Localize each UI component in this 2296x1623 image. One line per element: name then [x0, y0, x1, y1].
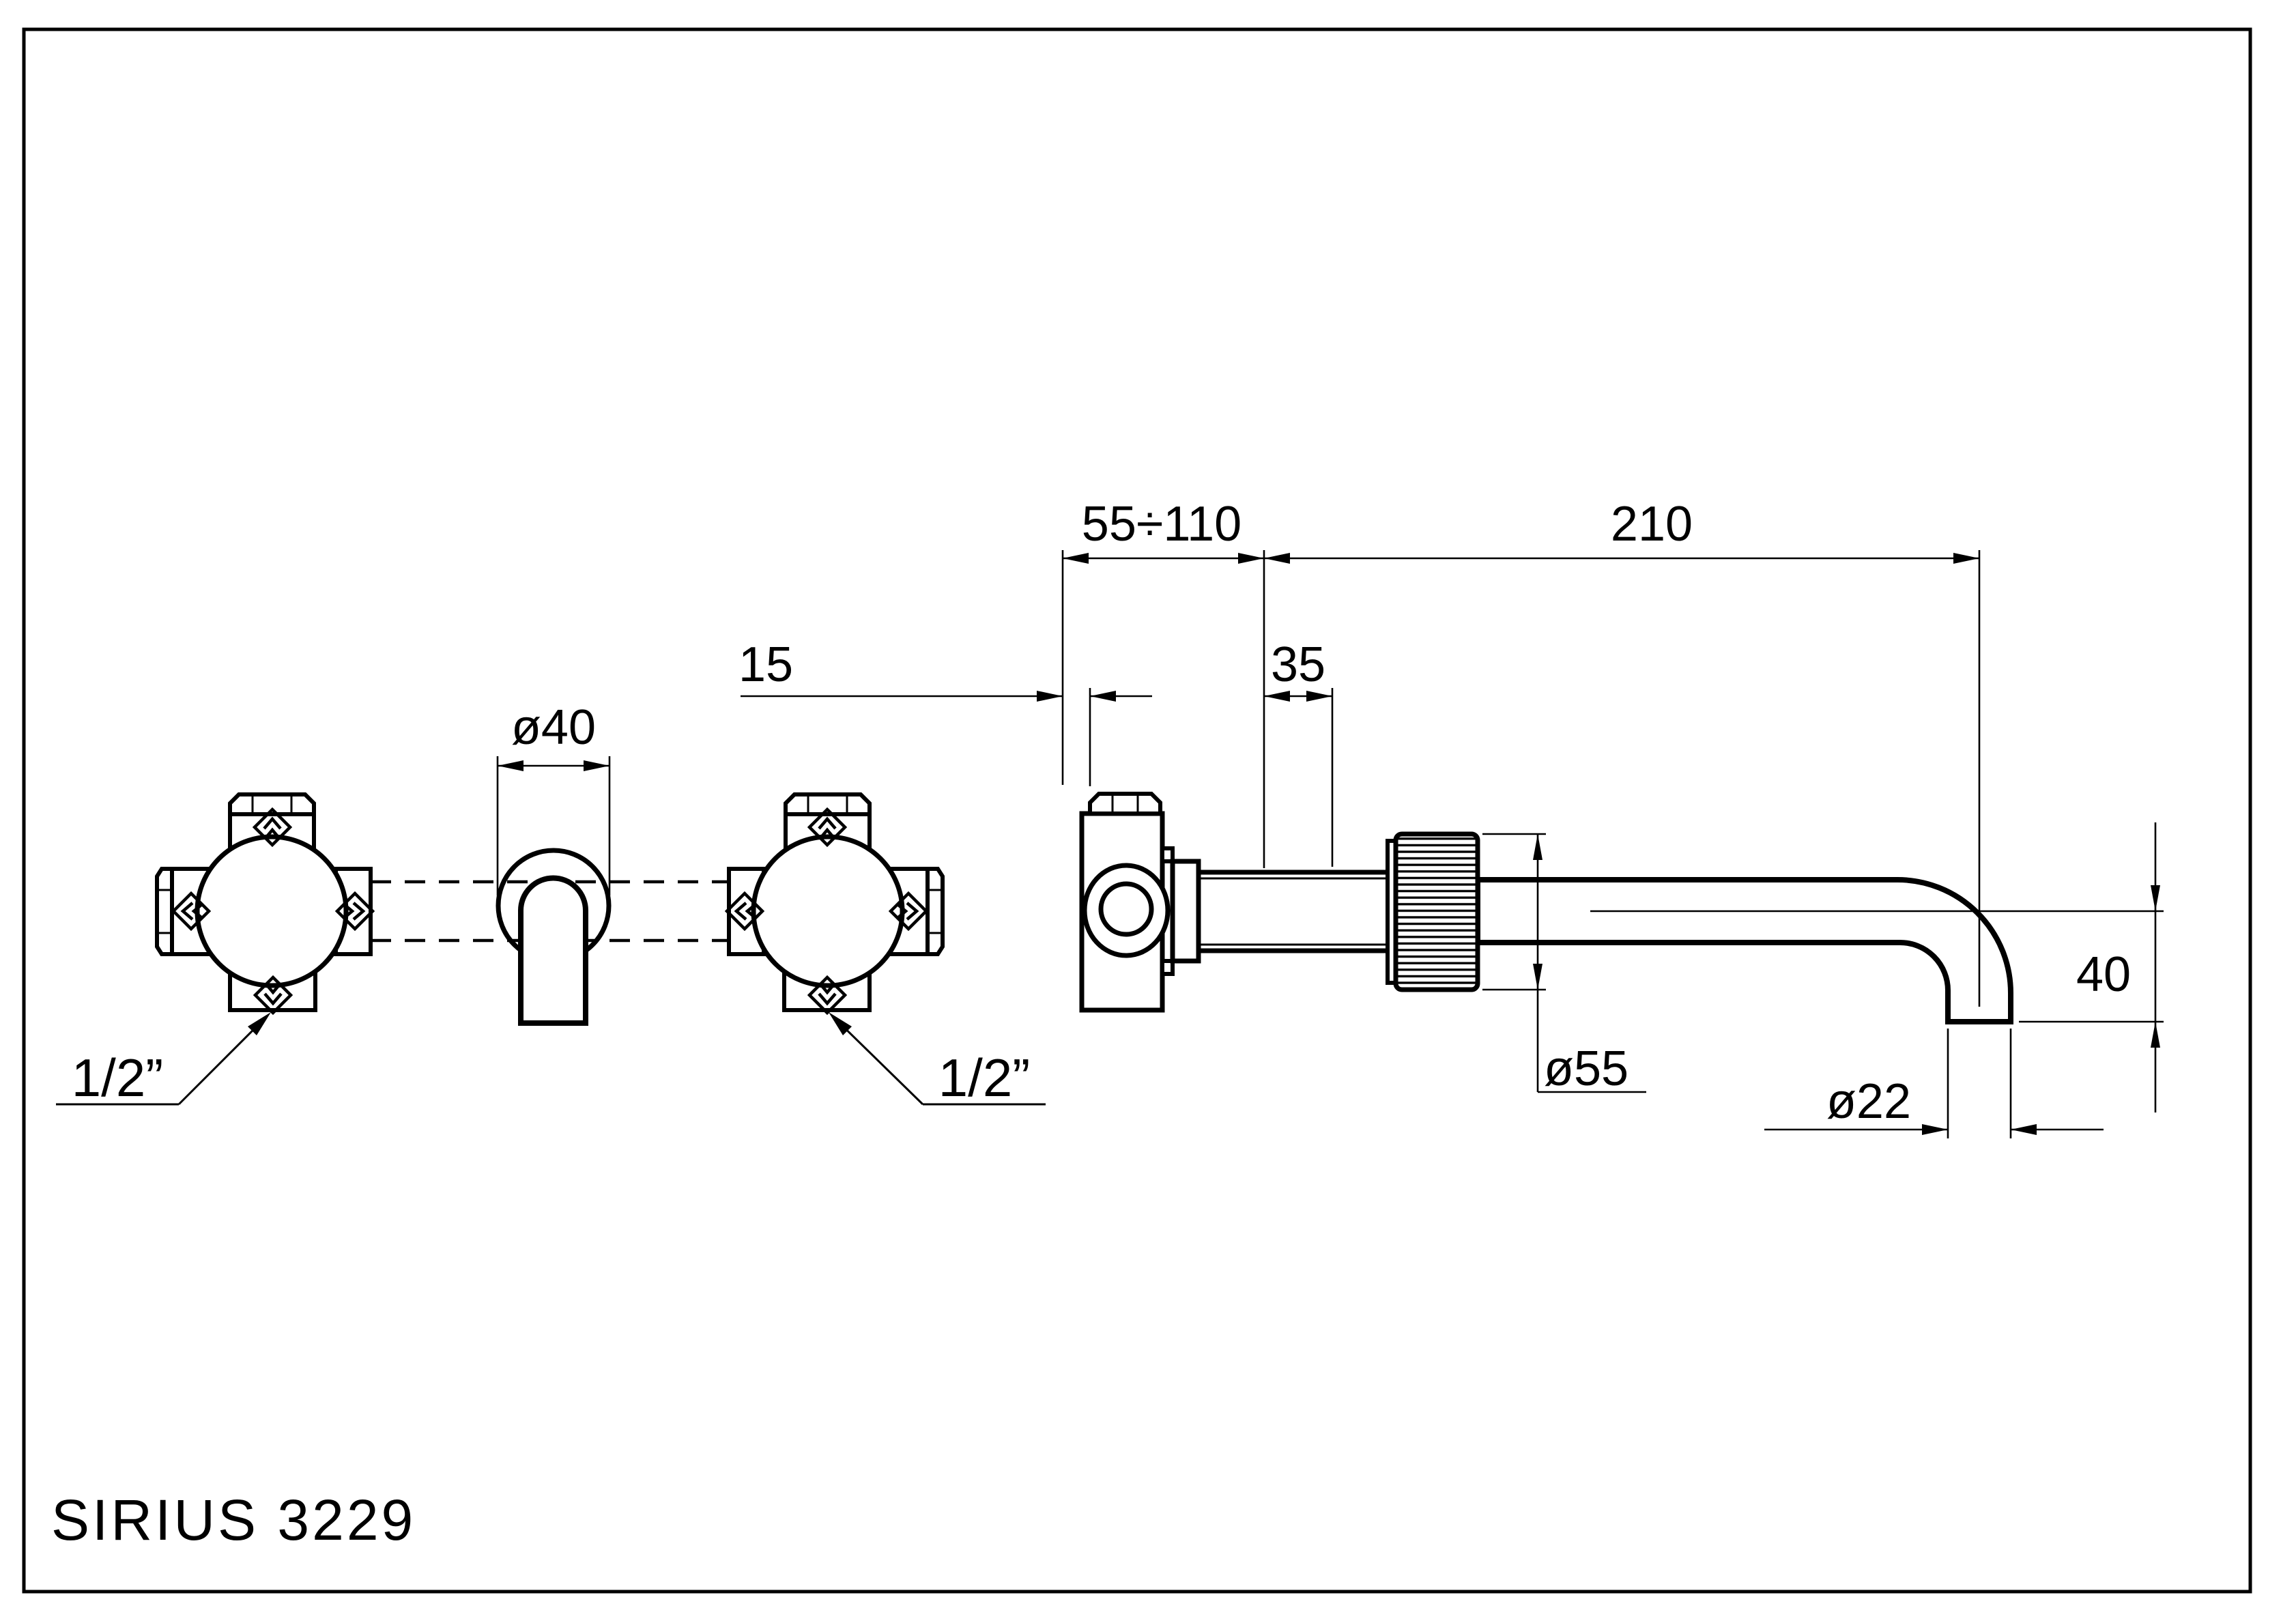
arrowhead	[1533, 964, 1542, 990]
wall-flange	[1170, 859, 1201, 964]
body-step-lower	[1160, 959, 1175, 976]
drawing-title: SIRIUS 3229	[51, 1488, 416, 1552]
spout-tube-diameter-label: ø22	[1826, 1074, 1911, 1129]
dimension-40: 40	[2019, 822, 2164, 1112]
dimension-oe40: ø40	[496, 700, 611, 895]
spout-side	[1475, 877, 2013, 1024]
side-view: 55÷110 210 15 35	[738, 497, 2164, 1138]
page-border-frame	[22, 27, 2252, 1594]
body-step-upper	[1160, 846, 1175, 863]
spout-reach-label: 210	[1611, 497, 1693, 551]
leader-line	[177, 1016, 268, 1106]
right-connection-label: 1/2”	[938, 1048, 1030, 1108]
oe40-label: ø40	[511, 700, 596, 755]
left-valve-body-circle	[195, 834, 349, 988]
dimension-210: 210	[1264, 497, 1981, 1007]
valve-body-side	[1079, 792, 1201, 1013]
left-valve-left-hex-cap	[155, 867, 174, 956]
knurled-escutcheon-nut	[1393, 831, 1480, 992]
arrowhead	[1090, 691, 1116, 702]
right-valve-front	[727, 792, 945, 1013]
arrowhead	[1264, 691, 1290, 702]
dimension-55-110: 55÷110	[1061, 497, 1265, 868]
right-valve-body-circle	[751, 834, 905, 988]
right-valve-right-hex-cap	[925, 867, 945, 956]
left-connection-callout: 1/2”	[56, 1012, 271, 1108]
arrowhead	[1264, 553, 1290, 564]
leader-arrowhead	[829, 1012, 852, 1035]
arrowhead	[584, 760, 609, 771]
arrowhead	[2011, 1124, 2037, 1135]
outlet-drop-label: 40	[2076, 947, 2131, 1002]
arrowhead	[1953, 553, 1979, 564]
arrowhead	[1533, 834, 1542, 860]
arrowhead	[1238, 553, 1264, 564]
valve-top-hex-nut-side	[1088, 792, 1162, 816]
arrowhead	[498, 760, 523, 771]
spout-front	[518, 875, 588, 1026]
left-valve-front	[155, 792, 373, 1013]
wall-offset-label: 15	[738, 637, 793, 692]
dimension-15: 15	[738, 637, 1152, 786]
arrowhead	[2151, 885, 2160, 911]
supply-pipe-side	[1199, 870, 1390, 953]
leader-line	[832, 1016, 924, 1106]
arrowhead	[1306, 691, 1332, 702]
adjustable-reach-label: 55÷110	[1082, 497, 1242, 551]
escutcheon-diameter-label: ø55	[1544, 1042, 1628, 1096]
front-view: ø40 1/2” 1/2”	[56, 700, 1046, 1108]
escutcheon-depth-label: 35	[1271, 637, 1325, 692]
arrowhead	[1037, 691, 1063, 702]
right-connection-callout: 1/2”	[829, 1012, 1046, 1108]
dimension-35: 35	[1264, 637, 1334, 867]
dimension-oe22: ø22	[1764, 1029, 2104, 1138]
leader-arrowhead	[248, 1012, 271, 1035]
dimension-oe55: ø55	[1482, 833, 1646, 1096]
arrowhead	[1063, 553, 1089, 564]
left-connection-label: 1/2”	[72, 1048, 163, 1108]
arrowhead	[1922, 1124, 1948, 1135]
side-port-inner	[1098, 881, 1154, 937]
